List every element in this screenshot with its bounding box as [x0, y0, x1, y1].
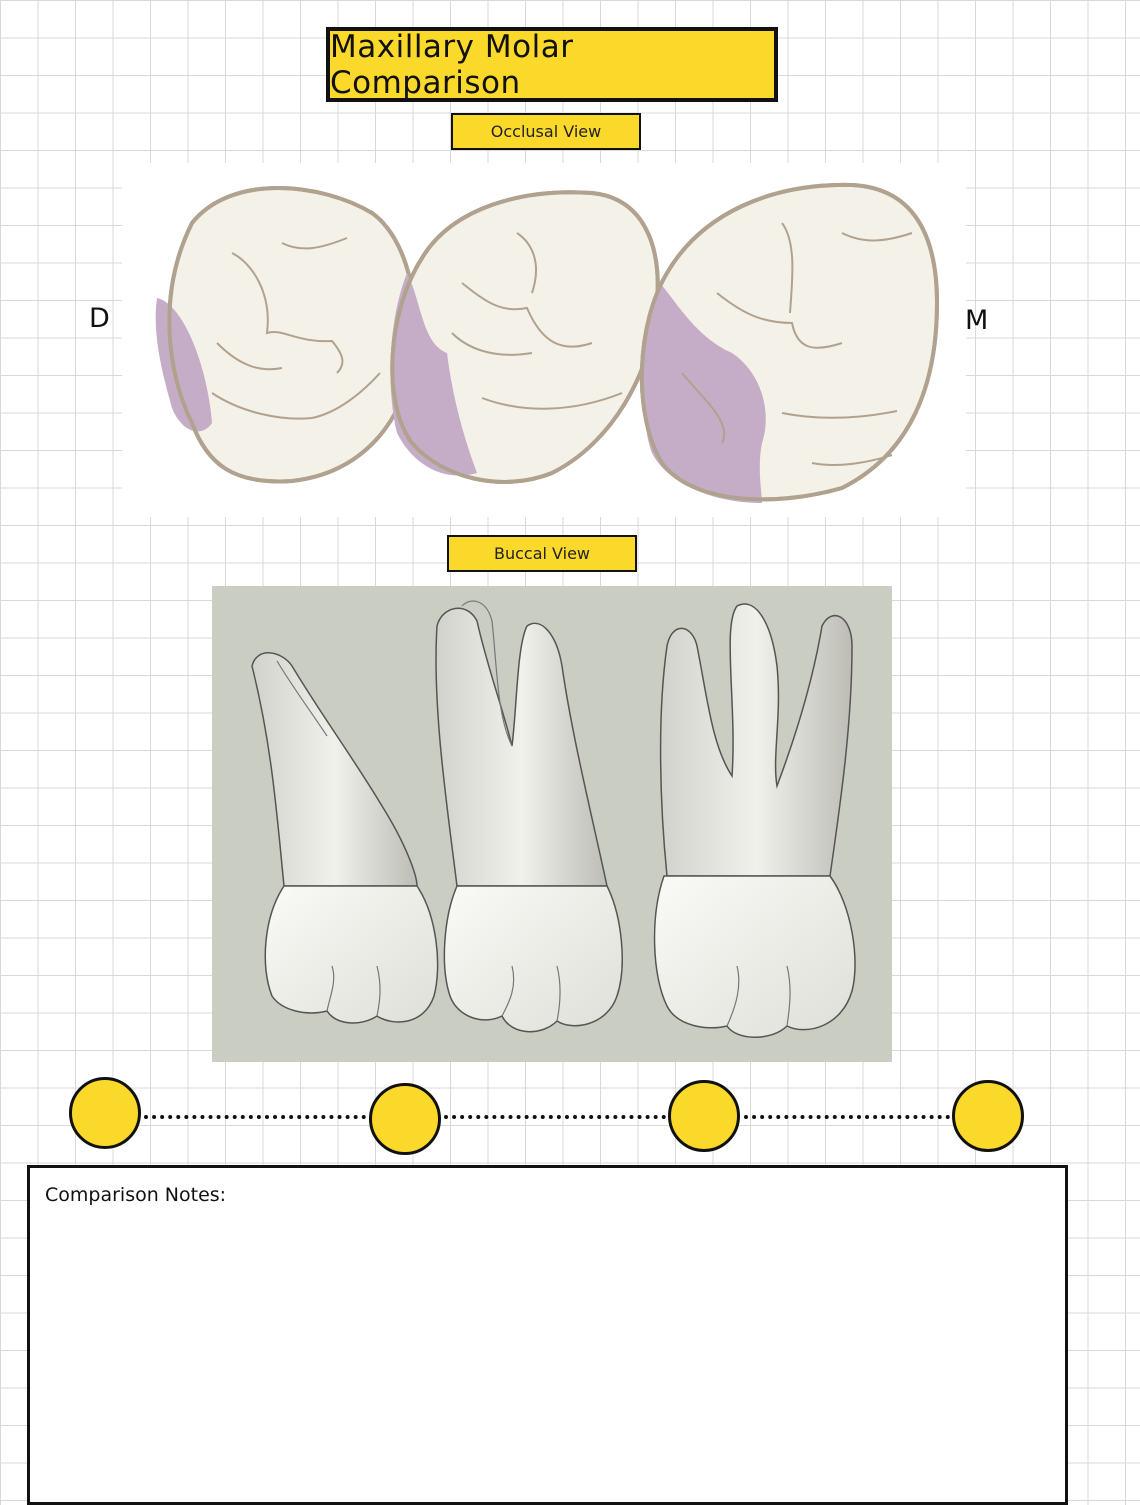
occlusal-illustration: [122, 163, 966, 517]
occlusal-tooth-first-molar: [639, 182, 940, 503]
buccal-view-label: Buccal View: [447, 535, 637, 572]
distal-marker: D: [89, 303, 110, 334]
comparison-notes-box[interactable]: Comparison Notes:: [27, 1165, 1068, 1505]
page-title-text: Maxillary Molar Comparison: [330, 28, 574, 101]
comparison-notes-label: Comparison Notes:: [45, 1184, 227, 1206]
occlusal-molars-svg: [155, 182, 940, 503]
occlusal-view-label-text: Occlusal View: [490, 122, 602, 141]
occlusal-tooth-third-molar: [155, 186, 418, 484]
buccal-illustration: [212, 586, 892, 1062]
timeline-connector-2: [444, 1115, 666, 1119]
mesial-marker: M: [965, 305, 989, 336]
buccal-tooth-second-molar: [435, 600, 623, 1033]
page-title: Maxillary Molar Comparison: [326, 27, 778, 102]
timeline-point-1[interactable]: [69, 1077, 141, 1149]
timeline-connector-3: [744, 1115, 950, 1119]
timeline-point-2[interactable]: [369, 1083, 441, 1155]
occlusal-view-label: Occlusal View: [451, 113, 641, 150]
buccal-view-label-text: Buccal View: [493, 544, 590, 563]
timeline: [60, 1072, 1040, 1162]
buccal-tooth-first-molar: [653, 603, 856, 1038]
timeline-point-3[interactable]: [668, 1080, 740, 1152]
timeline-point-4[interactable]: [952, 1080, 1024, 1152]
timeline-connector-1: [144, 1115, 366, 1119]
occlusal-tooth-second-molar: [390, 190, 660, 484]
buccal-tooth-third-molar: [251, 652, 439, 1024]
buccal-molars-svg: [251, 600, 856, 1038]
